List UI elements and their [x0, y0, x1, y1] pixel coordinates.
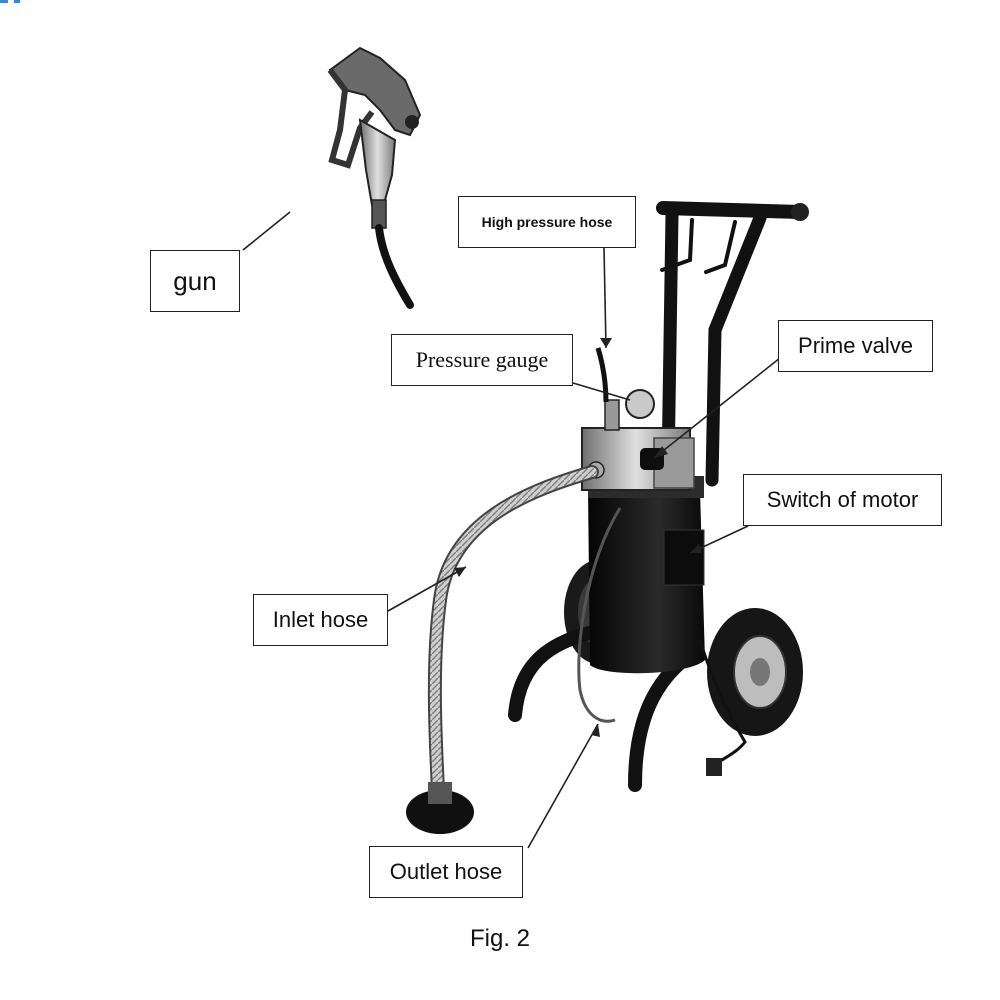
- label-high-pressure-hose: High pressure hose: [458, 196, 636, 248]
- label-outlet-hose: Outlet hose: [369, 846, 523, 898]
- arrowheads: [454, 338, 702, 737]
- pump-head: [581, 389, 695, 491]
- label-gun: gun: [150, 250, 240, 312]
- label-inlet-hose: Inlet hose: [253, 594, 388, 646]
- outlet-hose: [577, 507, 622, 723]
- high-pressure-hose-stub: [595, 347, 609, 403]
- label-gun-text: gun: [173, 265, 217, 296]
- figure-caption: Fig. 2: [469, 925, 531, 952]
- label-high-pressure-hose-text: High pressure hose: [481, 214, 613, 230]
- label-switch-of-motor: Switch of motor: [743, 474, 942, 526]
- corner-mark: [0, 0, 20, 3]
- label-prime-valve: Prime valve: [778, 320, 933, 372]
- label-outlet-hose-text: Outlet hose: [389, 859, 503, 884]
- spray-gun: [327, 46, 422, 309]
- front-wheel: [707, 608, 803, 736]
- inlet-hose: [406, 465, 599, 834]
- label-prime-valve-text: Prime valve: [798, 333, 913, 358]
- label-inlet-hose-text: Inlet hose: [272, 607, 369, 632]
- plug-icon: [706, 758, 722, 776]
- label-switch-of-motor-text: Switch of motor: [766, 487, 919, 512]
- motor-body: [588, 476, 705, 674]
- label-pressure-gauge: Pressure gauge: [391, 334, 573, 386]
- label-pressure-gauge-text: Pressure gauge: [415, 347, 549, 372]
